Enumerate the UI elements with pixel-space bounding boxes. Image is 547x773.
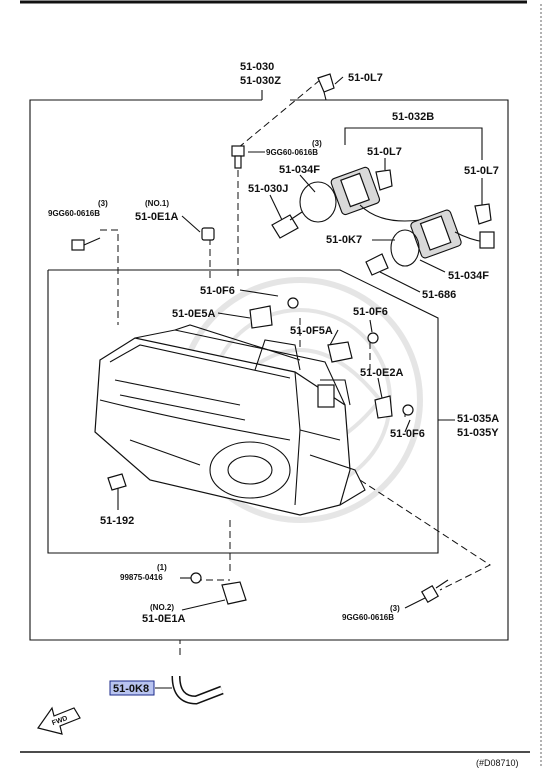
bulb-socket-upper-icon xyxy=(330,166,421,222)
label-51032b: 51-032B xyxy=(392,111,434,123)
leader-51034f-a xyxy=(299,174,316,193)
label-51686: 51-686 xyxy=(422,289,456,301)
bolt-left-icon xyxy=(71,237,101,251)
label-51030j: 51-030J xyxy=(248,183,288,195)
fwd-arrow-icon xyxy=(37,706,81,735)
leader-510f6-a xyxy=(239,289,279,297)
leader-510e2a xyxy=(377,377,383,399)
outer-frame xyxy=(29,99,509,641)
dash-10 xyxy=(359,479,492,591)
label-510e2a: 51-0E2A xyxy=(360,367,403,379)
label-bolt-br: 9GG60-0616B xyxy=(342,613,394,622)
screw-510f6-c-icon xyxy=(402,404,414,416)
label-51030z: 51-030Z xyxy=(240,75,281,87)
highlight-box-510k8 xyxy=(109,680,155,696)
label-no1: (NO.1) xyxy=(145,199,169,208)
label-99875: 99875-0416 xyxy=(120,573,163,582)
outer-frame-right xyxy=(290,99,509,250)
label-51035a: 51-035A xyxy=(457,413,499,425)
screw-99875-icon xyxy=(190,572,202,584)
label-510k8: 51-0K8 xyxy=(113,683,149,695)
label-510f6-b: 51-0F6 xyxy=(353,306,388,318)
label-footer-code: (#D08710) xyxy=(476,758,519,768)
connector-510l7-top-icon xyxy=(317,73,335,101)
screw-510f6-b-icon xyxy=(367,332,379,344)
label-510e1a-1: 51-0E1A xyxy=(135,211,178,223)
label-bolt-left: 9GG60-0616B xyxy=(48,209,100,218)
label-510f6-a: 51-0F6 xyxy=(200,285,235,297)
label-bolt-qty-br: (3) xyxy=(390,604,400,613)
hose-510k8-icon xyxy=(171,675,224,705)
bulb-510k7-icon xyxy=(365,229,420,276)
label-bolt-qty-left: (3) xyxy=(98,199,108,208)
leader-51030j xyxy=(269,194,283,221)
label-510k7: 51-0K7 xyxy=(326,234,362,246)
adjuster-510f5a-icon xyxy=(327,341,353,363)
leader-510f6-b xyxy=(369,319,373,333)
leader-510f6-c xyxy=(404,419,411,433)
leader-510e5a xyxy=(217,312,251,319)
leader-510l7-top xyxy=(334,76,344,85)
label-bolt-qty-top: (3) xyxy=(312,139,322,148)
label-51192: 51-192 xyxy=(100,515,134,527)
label-no2: (NO.2) xyxy=(150,603,174,612)
label-510f5a: 51-0F5A xyxy=(290,325,333,337)
leader-bolt-br xyxy=(404,597,426,609)
screw-510f6-a-icon xyxy=(287,297,299,309)
clip-51192-icon xyxy=(107,473,127,491)
dash-1 xyxy=(237,79,321,149)
bolt-top-icon xyxy=(231,145,245,169)
bulb-51030j-icon xyxy=(271,181,337,239)
label-510e5a: 51-0E5A xyxy=(172,308,215,320)
label-51034f-b: 51-034F xyxy=(448,270,489,282)
bracket-no2-icon xyxy=(221,581,247,605)
leader-51686 xyxy=(379,271,421,293)
connector-510l7-b-icon xyxy=(474,203,492,225)
label-510l7-b: 51-0L7 xyxy=(464,165,499,177)
bracket-510e5a-icon xyxy=(249,305,273,329)
label-510l7-top: 51-0L7 xyxy=(348,72,383,84)
label-510f6-c: 51-0F6 xyxy=(390,428,425,440)
label-qty-1: (1) xyxy=(157,563,167,572)
connector-510l7-a-icon xyxy=(375,169,393,191)
bolt-br-icon xyxy=(420,579,449,604)
label-51035y: 51-035Y xyxy=(457,427,499,439)
label-bolt-top: 9GG60-0616B xyxy=(266,148,318,157)
label-510l7-a: 51-0L7 xyxy=(367,146,402,158)
leader-510f5a xyxy=(329,329,339,346)
inner-frame xyxy=(47,269,439,554)
leader-51034f-b xyxy=(419,259,446,273)
bracket-51032b xyxy=(344,127,483,160)
leader-no2 xyxy=(181,599,226,611)
leader-no1 xyxy=(181,215,201,233)
label-51034f-a: 51-034F xyxy=(279,164,320,176)
headlamp-housing-icon xyxy=(94,324,366,516)
dash-3 xyxy=(100,229,119,325)
label-510e1a-2: 51-0E1A xyxy=(142,613,185,625)
bulb-socket-lower-icon xyxy=(410,209,495,259)
clip-no1-icon xyxy=(201,227,215,241)
label-51030: 51-030 xyxy=(240,61,274,73)
bracket-510e2a-icon xyxy=(374,395,393,419)
